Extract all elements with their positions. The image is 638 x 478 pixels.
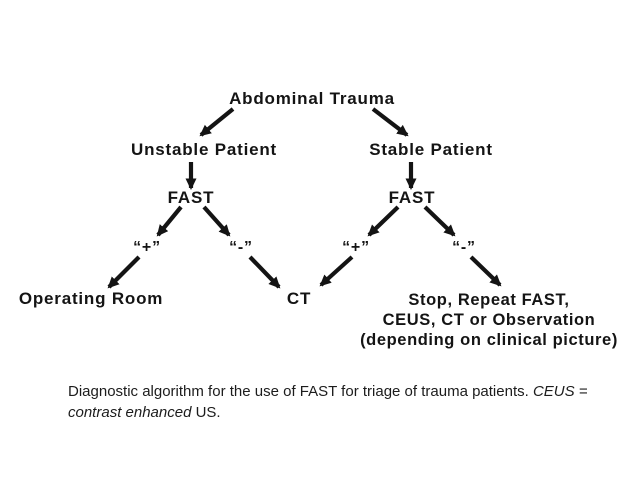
caption-line1: Diagnostic algorithm for the use of FAST… xyxy=(68,381,588,402)
label-minus-right: “-” xyxy=(452,239,476,256)
caption-regular-2: US. xyxy=(191,404,221,421)
arrow-fastright-to-plus xyxy=(367,205,400,237)
stop-block-line1: Stop, Repeat FAST, xyxy=(408,291,570,309)
label-minus-left: “-” xyxy=(229,239,253,256)
arrow-fastleft-to-plus xyxy=(156,205,183,237)
arrow-fastright-to-minus xyxy=(423,205,456,237)
stop-block-line3: (depending on clinical picture) xyxy=(360,331,618,349)
node-operating-room: Operating Room xyxy=(18,289,164,308)
caption-italic-2: contrast enhanced xyxy=(68,404,192,421)
node-abdominal-trauma: Abdominal Trauma xyxy=(229,89,395,108)
node-fast-right: FAST xyxy=(388,188,436,207)
arrow-plusleft-to-or xyxy=(107,255,141,289)
arrow-fastleft-to-minus xyxy=(202,205,231,237)
node-unstable-patient: Unstable Patient xyxy=(131,140,277,159)
node-stop-repeat-block: Stop, Repeat FAST, CEUS, CT or Observati… xyxy=(360,290,618,350)
label-plus-right: “+” xyxy=(342,239,370,256)
node-stable-patient: Stable Patient xyxy=(369,140,493,159)
caption-italic-1: CEUS = xyxy=(532,383,588,400)
arrow-plusright-to-ct xyxy=(319,255,354,287)
node-ct: CT xyxy=(286,289,312,308)
arrow-root-to-unstable xyxy=(199,107,235,137)
arrow-minusright-to-stop xyxy=(469,255,502,287)
caption-regular-1: Diagnostic algorithm for the use of FAST… xyxy=(68,383,533,400)
arrow-minusleft-to-ct xyxy=(248,255,281,289)
node-fast-left: FAST xyxy=(167,188,215,207)
label-plus-left: “+” xyxy=(133,239,161,256)
arrow-root-to-stable xyxy=(371,107,409,137)
figure-caption: Diagnostic algorithm for the use of FAST… xyxy=(68,381,588,423)
stop-block-line2: CEUS, CT or Observation xyxy=(382,311,596,329)
caption-line2: contrast enhanced US. xyxy=(68,402,588,423)
